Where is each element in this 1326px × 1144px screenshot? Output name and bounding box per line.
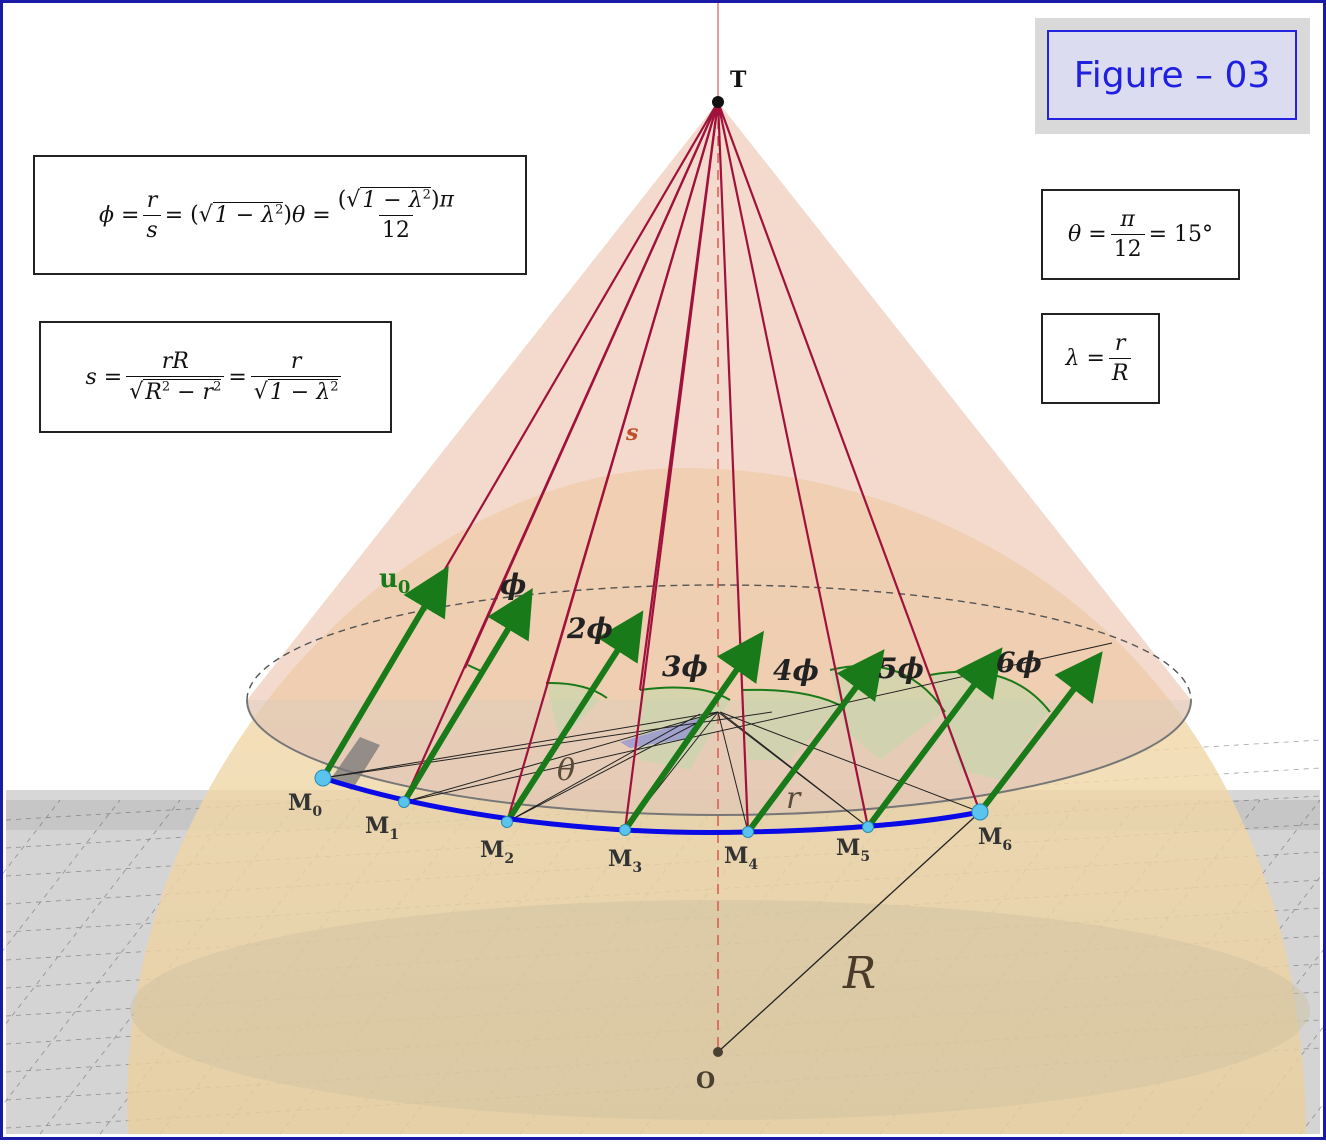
label-s: s	[625, 420, 638, 446]
label-point-M5: M5	[836, 835, 870, 865]
cone-surface	[247, 102, 1191, 815]
label-u0: u0	[379, 564, 410, 598]
radius-line	[717, 711, 749, 833]
path-arc-M0-M6	[322, 775, 981, 835]
generator-line	[638, 101, 720, 691]
lambda-frac: r R	[1108, 331, 1132, 386]
label-point-M2: M2	[480, 837, 514, 867]
s-eq: =	[228, 364, 247, 390]
radius-line	[403, 711, 719, 803]
tangent-vectors	[320, 565, 1103, 834]
sphere-lower-shade	[130, 900, 1310, 1120]
generator-line	[716, 101, 750, 833]
center-point	[713, 1047, 723, 1057]
label-phi-2: 2ϕ	[566, 612, 613, 645]
label-R: R	[842, 948, 876, 999]
radius-R-line	[717, 811, 981, 1053]
grid-line-d	[0, 799, 121, 955]
phi-sqrt-group: (√1 − λ2)	[183, 201, 293, 228]
lambda-lhs: λ =	[1065, 346, 1105, 371]
label-phi-4: 4ϕ	[773, 654, 819, 687]
s-frac-rR: rR √R2 − r2	[126, 349, 225, 405]
phi-arc-2	[545, 681, 608, 699]
label-point-M1: M1	[365, 813, 399, 843]
figure-badge: Figure – 03	[1035, 18, 1310, 134]
arc-point	[501, 816, 513, 828]
formula-lambda-box: λ = r R	[1041, 313, 1160, 404]
grid-line-d	[0, 799, 61, 878]
theta-frac: π 12	[1110, 207, 1145, 262]
grid-line-d	[0, 799, 181, 1032]
apex-point	[712, 96, 724, 108]
formula-theta-box: θ = π 12 = 15°	[1041, 189, 1240, 280]
phi-frac-final: (√1 − λ2)π 12	[337, 186, 455, 243]
radius-line	[322, 711, 719, 779]
phi-arc-4	[741, 688, 846, 709]
phi-eq: =	[164, 202, 184, 228]
label-r: r	[786, 781, 802, 816]
chord-ray	[506, 713, 701, 823]
label-phi-3: 3ϕ	[662, 650, 708, 683]
arc-point	[398, 796, 410, 808]
radius-line	[506, 711, 719, 823]
label-O: O	[696, 1068, 715, 1094]
label-point-M4: M4	[724, 843, 758, 873]
vector-arrow	[745, 649, 885, 834]
label-T: T	[730, 67, 747, 93]
label-phi-1: ϕ	[500, 568, 526, 601]
arc-point	[314, 769, 332, 787]
phi-labels: ϕ 2ϕ 3ϕ 4ϕ 5ϕ 6ϕ	[500, 568, 1042, 687]
generator-line	[716, 101, 982, 813]
arc-point	[971, 803, 989, 821]
theta-rhs: = 15°	[1148, 222, 1214, 247]
vector-arrow	[977, 651, 1103, 814]
angle-wedge-4phi	[742, 689, 840, 760]
arc-point	[619, 824, 631, 836]
arc-point	[862, 821, 874, 833]
vector-arrow	[504, 610, 644, 824]
label-point-M0: M0	[288, 790, 322, 820]
phi-frac-r-s: r s	[143, 188, 161, 243]
vector-arrow	[401, 588, 533, 804]
theta-lhs: θ =	[1067, 222, 1107, 247]
generator-line	[545, 101, 720, 685]
label-phi-6: 6ϕ	[996, 646, 1042, 679]
s-lhs: s =	[85, 364, 123, 390]
chord-ray	[719, 711, 981, 813]
label-theta: θ	[557, 753, 575, 788]
label-point-M3: M3	[608, 846, 642, 876]
right-angle-marker	[330, 737, 380, 790]
phi-arc-3	[639, 686, 731, 701]
vector-arrow	[320, 565, 449, 780]
base-circle-front	[246, 699, 1192, 816]
arc-points	[314, 769, 989, 838]
figure-label: Figure – 03	[1047, 30, 1297, 120]
label-phi-5: 5ϕ	[878, 652, 924, 685]
label-point-M6: M6	[978, 824, 1012, 854]
vector-arrow	[865, 647, 1003, 829]
generator-line	[463, 101, 720, 669]
base-circle-back	[246, 584, 1192, 701]
arc-point	[742, 826, 754, 838]
phi-theta-eq: θ =	[292, 202, 331, 228]
formula-phi-box: ϕ = r s = (√1 − λ2) θ = (√1 − λ2)π 12	[33, 155, 527, 275]
formula-s-box: s = rR √R2 − r2 = r √1 − λ2	[39, 321, 392, 433]
s-frac-r: r √1 − λ2	[250, 349, 342, 405]
phi-lhs: ϕ =	[98, 202, 140, 228]
vector-arrow	[622, 630, 765, 832]
